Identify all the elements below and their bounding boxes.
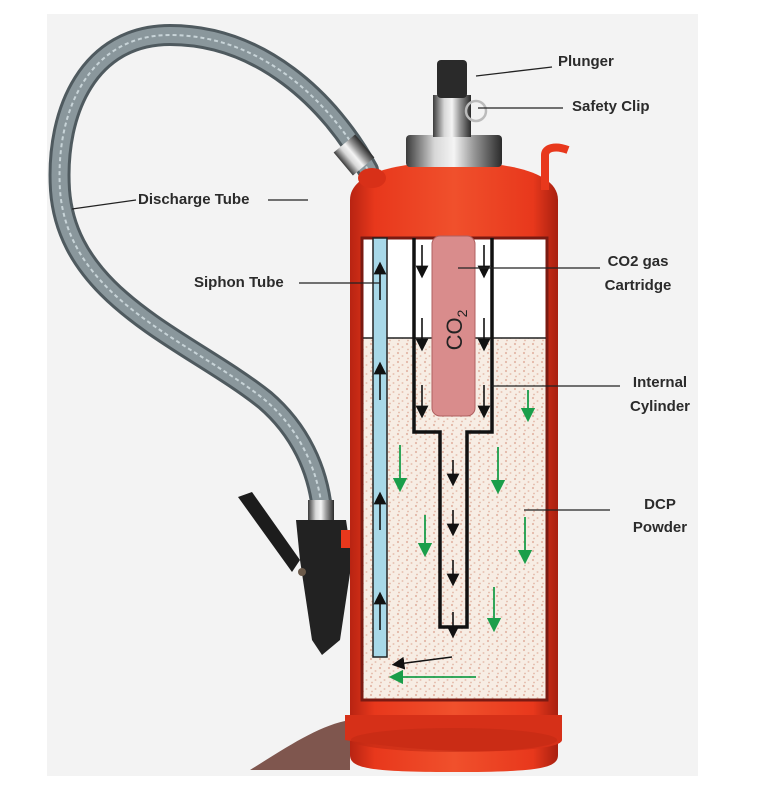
label-plunger: Plunger	[558, 53, 614, 70]
cutaway-section: CO2	[360, 235, 549, 702]
label-safety-clip: Safety Clip	[572, 98, 650, 115]
base-shadow	[250, 720, 350, 770]
label-dcp-powder-line2: Powder	[632, 519, 688, 536]
plunger-cap	[437, 60, 467, 98]
label-co2-cartridge-line1: CO2 gas	[607, 253, 669, 270]
label-siphon-tube: Siphon Tube	[194, 274, 284, 291]
label-internal-cylinder-line2: Cylinder	[629, 398, 690, 415]
co2-cartridge-text: CO2	[442, 309, 470, 350]
label-discharge-tube: Discharge Tube	[138, 191, 250, 208]
label-internal-cylinder-line1: Internal	[632, 374, 688, 391]
discharge-hose	[48, 23, 379, 522]
safety-clip-ring	[464, 99, 488, 123]
label-co2-cartridge-line2: Cartridge	[604, 277, 672, 294]
siphon-tube	[372, 237, 388, 658]
label-dcp-powder-line1: DCP	[644, 496, 676, 513]
leader-lines	[71, 66, 620, 511]
co2-cartridge	[431, 235, 476, 417]
